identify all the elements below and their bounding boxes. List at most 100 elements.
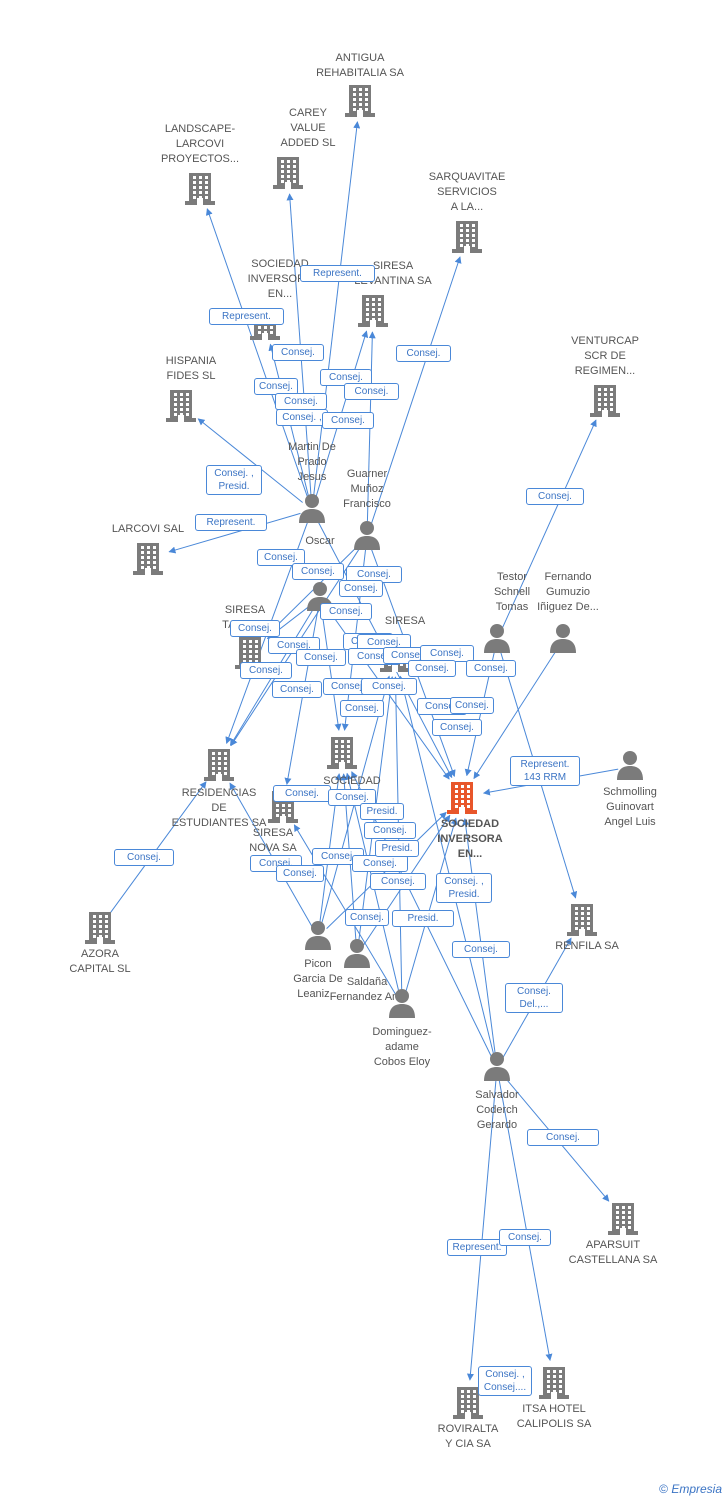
building-icon[interactable]	[452, 219, 482, 258]
edge-label[interactable]: Consej.	[240, 662, 292, 679]
edge-label[interactable]: Consej.	[466, 660, 516, 677]
node-label-container: ITSA HOTEL CALIPOLIS SA	[504, 1402, 604, 1432]
person-icon[interactable]	[297, 493, 327, 528]
edge-label[interactable]: Consej.	[340, 700, 384, 717]
edge-label[interactable]: Consej.	[346, 566, 402, 583]
node-label-container: Salvador Coderch Gerardo	[447, 1088, 547, 1133]
edge-label[interactable]: Consej. , Consej....	[478, 1366, 532, 1396]
edge-label[interactable]: Consej.	[344, 383, 399, 400]
person-icon[interactable]	[387, 988, 417, 1023]
edge-label[interactable]: Consej.	[450, 697, 494, 714]
edge-label[interactable]: Consej.	[452, 941, 510, 958]
node-label-container: Martin De Prado Jesus	[262, 440, 362, 485]
person-icon[interactable]	[482, 1051, 512, 1086]
building-icon[interactable]	[345, 83, 375, 122]
node-label-container: SOCIEDAD INVERSORA EN...	[230, 257, 330, 302]
footer-brand[interactable]: © Empresia	[659, 1482, 722, 1496]
edge-salvador-to-siresa-mid	[398, 675, 495, 1057]
edge-label[interactable]: Consej.	[339, 580, 383, 597]
edge-label[interactable]: Represent. 143 RRM	[510, 756, 580, 786]
building-icon[interactable]	[608, 1201, 638, 1240]
building-icon[interactable]	[273, 155, 303, 194]
node-label-container: LARCOVI SAL	[98, 522, 198, 537]
building-icon[interactable]	[327, 735, 357, 774]
person-icon[interactable]	[548, 623, 578, 658]
edge-salvador-to-roviralta	[466, 1079, 497, 1381]
building-icon[interactable]	[166, 388, 196, 427]
edge-label[interactable]: Consej. , Presid.	[436, 873, 492, 903]
building-icon[interactable]	[447, 780, 477, 819]
node-label: CAREY VALUE ADDED SL	[280, 107, 336, 149]
person-icon[interactable]	[482, 623, 512, 658]
edge-label[interactable]: Represent.	[195, 514, 267, 531]
node-label-container: HISPANIA FIDES SL	[141, 354, 241, 384]
node-label-container: RESIDENCIAS DE ESTUDIANTES SA	[169, 786, 269, 831]
edge-label[interactable]: Consej.	[230, 620, 280, 637]
edge-label[interactable]: Consej.	[272, 344, 324, 361]
edge-label[interactable]: Consej.	[296, 649, 346, 666]
edge-label[interactable]: Represent.	[447, 1239, 507, 1256]
building-icon[interactable]	[204, 747, 234, 786]
building-icon[interactable]	[133, 541, 163, 580]
edge-label[interactable]: Consej. ,	[276, 409, 328, 426]
edge-label[interactable]: Consej.	[275, 393, 327, 410]
building-icon[interactable]	[453, 1385, 483, 1424]
edge-label[interactable]: Presid.	[392, 910, 454, 927]
edge-label[interactable]: Consej.	[526, 488, 584, 505]
building-icon[interactable]	[185, 171, 215, 210]
node-label: SIRESA NOVA SA	[249, 827, 297, 854]
edge-label[interactable]: Consej.	[322, 412, 374, 429]
node-label-container: AZORA CAPITAL SL	[50, 947, 150, 977]
node-label: APARSUIT CASTELLANA SA	[568, 1239, 658, 1266]
node-label: SOCIEDAD INVERSORA EN...	[247, 258, 313, 300]
node-label-container: Schmolling Guinovart Angel Luis	[580, 785, 680, 830]
building-icon[interactable]	[590, 383, 620, 422]
copyright-symbol: ©	[659, 1482, 668, 1496]
node-label: RENFILA SA	[555, 940, 619, 952]
building-icon[interactable]	[539, 1365, 569, 1404]
person-icon[interactable]	[303, 920, 333, 955]
person-icon[interactable]	[352, 520, 382, 555]
edge-label[interactable]: Consej.	[352, 855, 408, 872]
node-label: VENTURCAP SCR DE REGIMEN...	[571, 335, 639, 377]
edge-label[interactable]: Consej.	[361, 678, 417, 695]
edge-label[interactable]: Consej.	[432, 719, 482, 736]
edge-label[interactable]: Consej.	[320, 603, 372, 620]
edge-label[interactable]: Consej.	[396, 345, 451, 362]
edge-label[interactable]: Consej.	[114, 849, 174, 866]
node-label-container: Oscar	[270, 534, 370, 549]
edge-testor-to-venturcap	[501, 419, 597, 630]
edge-label[interactable]: Consej.	[345, 909, 389, 926]
building-icon[interactable]	[85, 910, 115, 949]
node-label: SARQUAVITAE SERVICIOS A LA...	[428, 171, 506, 213]
edge-label[interactable]: Consej.	[292, 563, 344, 580]
edge-label[interactable]: Presid.	[375, 840, 419, 857]
person-icon[interactable]	[615, 750, 645, 785]
edge-label[interactable]: Consej. , Presid.	[206, 465, 262, 495]
building-icon[interactable]	[567, 902, 597, 941]
person-icon[interactable]	[342, 938, 372, 973]
edge-oscar-to-sociedad-mid	[321, 609, 342, 731]
node-label: LARCOVI SAL	[111, 523, 185, 535]
node-label-container: Guarner Muñoz Francisco	[317, 467, 417, 512]
node-label: Salvador Coderch Gerardo	[475, 1089, 519, 1131]
edge-label[interactable]: Consej.	[527, 1129, 599, 1146]
edge-label[interactable]: Consej.	[408, 660, 456, 677]
edge-label[interactable]: Consej.	[257, 549, 305, 566]
edge-label[interactable]: Consej.	[276, 865, 324, 882]
edge-label[interactable]: Consej.	[328, 789, 376, 806]
edge-picon-to-residencias	[229, 782, 313, 927]
building-icon[interactable]	[358, 293, 388, 332]
edge-label[interactable]: Consej. Del.,...	[505, 983, 563, 1013]
edge-label[interactable]: Presid.	[360, 803, 404, 820]
edge-label[interactable]: Represent.	[209, 308, 284, 325]
edge-label[interactable]: Consej.	[370, 873, 426, 890]
edge-label[interactable]: Consej.	[273, 785, 331, 802]
edge-label[interactable]: Consej.	[499, 1229, 551, 1246]
edge-label[interactable]: Represent.	[300, 265, 375, 282]
node-label-container: SARQUAVITAE SERVICIOS A LA...	[417, 170, 517, 215]
edge-label[interactable]: Consej.	[272, 681, 322, 698]
node-label-container: APARSUIT CASTELLANA SA	[563, 1238, 663, 1268]
edge-label[interactable]: Consej.	[364, 822, 416, 839]
node-label: Picon Garcia De Leaniz...	[293, 958, 343, 1000]
